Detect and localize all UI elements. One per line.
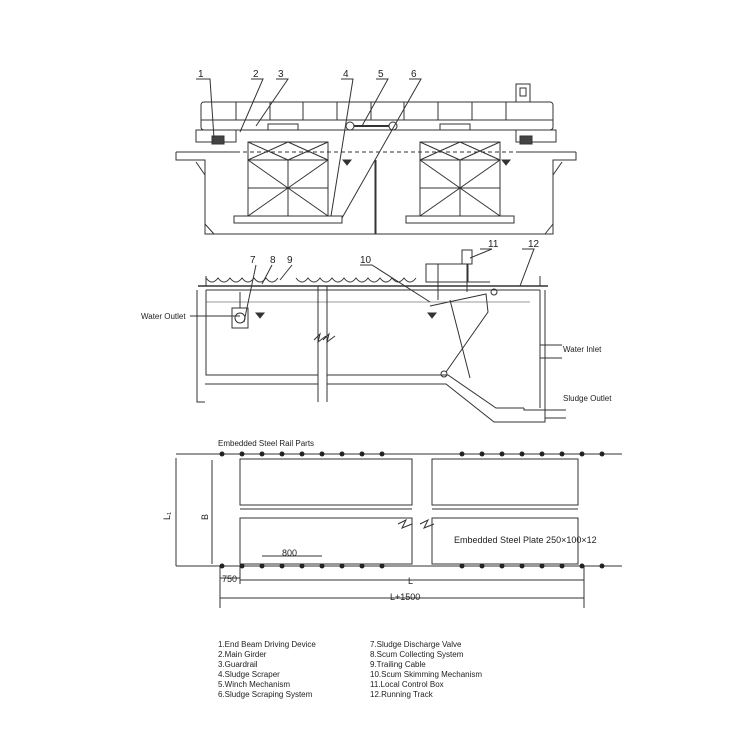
dim-b: B [200,514,210,520]
rail-parts-label: Embedded Steel Rail Parts [218,439,314,448]
legend-item: 1.End Beam Driving Device [218,640,316,649]
callout-9: 9 [287,255,293,266]
legend-item: 2.Main Girder [218,650,267,660]
dim-l: L [408,576,413,586]
callout-7: 7 [250,255,256,266]
legend-item: 12.Running Track [370,690,433,700]
longitudinal-section-view [190,248,566,423]
callout-5: 5 [378,69,384,80]
legend-item: 9.Trailing Cable [370,660,426,670]
embedded-rail-plates [219,451,605,569]
dim-l1500: L+1500 [390,592,420,602]
legend-item: 10.Scum Skimming Mechanism [370,670,483,680]
dim-l1: L₁ [162,512,172,520]
water-inlet-label: Water Inlet [563,345,602,354]
legend-item: 8.Scum Collecting System [370,650,464,660]
callout-12: 12 [528,239,540,250]
legend-item: 4.Sludge Scraper [218,670,280,680]
end-elevation-view [175,78,577,235]
sludge-outlet-label: Sludge Outlet [563,394,612,403]
callout-10: 10 [360,255,372,266]
callout-3: 3 [278,69,284,80]
callout-1: 1 [198,69,204,80]
legend-left: 1.End Beam Driving Device 2.Main Girder … [218,640,316,701]
legend-right: 7.Sludge Discharge Valve 8.Scum Collecti… [370,640,482,701]
callout-4: 4 [343,69,349,80]
legend-item: 5.Winch Mechanism [218,680,291,690]
water-outlet-label: Water Outlet [141,312,186,321]
dim-800: 800 [282,548,297,558]
callout-2: 2 [253,69,259,80]
callout-8: 8 [270,255,276,266]
legend-item: 7.Sludge Discharge Valve [370,640,462,649]
legend-item: 6.Sludge Scraping System [218,690,313,700]
legend-item: 11.Local Control Box [370,680,444,690]
dim-750: 750 [222,574,237,584]
plan-view [175,453,622,608]
legend-item: 3.Guardrail [218,660,258,670]
steel-plate-label: Embedded Steel Plate 250×100×12 [454,535,597,545]
callout-11: 11 [488,239,499,250]
callout-6: 6 [411,69,417,80]
